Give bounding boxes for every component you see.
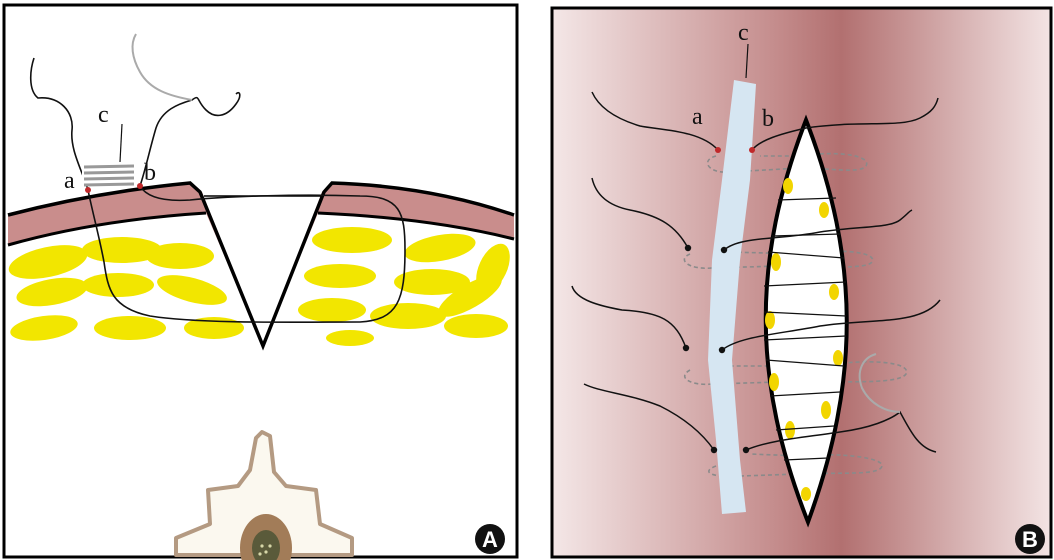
label-c: c — [98, 102, 109, 128]
label-c-b: c — [738, 20, 749, 46]
knot-b-b — [749, 147, 755, 153]
label-a-b: a — [692, 104, 703, 130]
knot-b — [137, 183, 143, 189]
knot-a-b — [715, 147, 721, 153]
badge-a: A — [475, 524, 505, 554]
panel-a: a b c A — [4, 5, 517, 560]
label-b-b: b — [762, 106, 774, 132]
label-a: a — [64, 168, 75, 194]
knot-a — [85, 187, 91, 193]
label-b: b — [144, 160, 156, 186]
svg-text:B: B — [1022, 527, 1038, 552]
panel-b: a b c B — [552, 8, 1051, 557]
svg-text:A: A — [482, 527, 498, 552]
badge-b: B — [1015, 524, 1045, 554]
